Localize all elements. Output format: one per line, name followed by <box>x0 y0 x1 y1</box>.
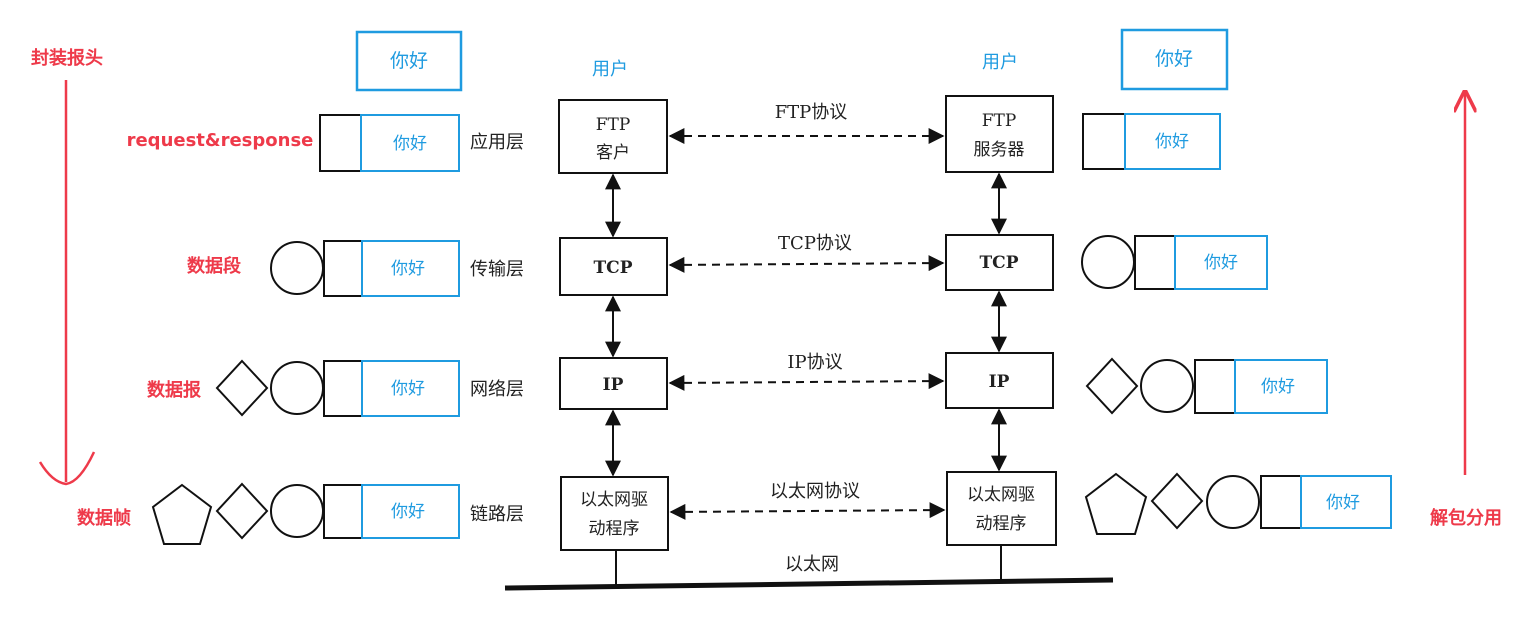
payload-text: 你好 <box>1155 132 1189 152</box>
network-header-diamond <box>215 482 269 540</box>
server-network-label: IP <box>989 372 1010 392</box>
peer-protocols: FTP协议 TCP协议 IP协议 以太网协议 <box>668 102 946 520</box>
server-tcp-box <box>945 234 1054 291</box>
network-header-diamond <box>1085 357 1139 415</box>
app-header-square <box>323 484 363 539</box>
client-ftp-box <box>558 99 668 174</box>
payload-text: 你好 <box>1326 493 1360 513</box>
client-ethernet-driver-box <box>560 476 669 551</box>
layer-label-link: 链路层 <box>470 504 524 525</box>
payload-text: 你好 <box>1155 48 1193 70</box>
layer-label-application: 应用层 <box>470 132 524 153</box>
transport-header-circle <box>270 484 324 538</box>
server-stack: FTP 服务器 TCP IP 以太网驱 动程序 <box>945 95 1057 582</box>
left-user-payload: 你好 <box>355 30 463 92</box>
client-link-line1: 以太网驱 <box>580 490 648 510</box>
link-unit-label: 数据帧 <box>77 507 131 529</box>
app-unit-label: request&response <box>127 130 314 151</box>
app-header-square <box>1082 113 1126 170</box>
decapsulate-label: 解包分用 <box>1430 507 1502 529</box>
payload-text: 你好 <box>391 502 425 522</box>
payload-text: 你好 <box>1261 377 1295 397</box>
transport-header-circle <box>270 361 324 415</box>
server-app-line2: 服务器 <box>974 140 1025 160</box>
ethernet-medium-bus <box>504 577 1114 591</box>
network-unit-label: 数据报 <box>147 379 201 401</box>
ethernet-medium-label: 以太网 <box>785 554 839 575</box>
client-ip-box <box>559 357 668 410</box>
app-header-square <box>323 240 363 297</box>
client-user-label: 用户 <box>592 59 628 80</box>
ip-protocol-arrow <box>668 373 945 391</box>
transport-header-circle <box>270 241 324 295</box>
client-network-label: IP <box>603 375 624 395</box>
ethernet-protocol-arrow <box>669 502 946 520</box>
server-link-line1: 以太网驱 <box>967 485 1035 505</box>
right-user-payload: 你好 <box>1120 28 1229 91</box>
server-transport-label: TCP <box>980 253 1019 273</box>
right-network-packet: 你好 <box>1085 357 1328 415</box>
layer-label-transport: 传输层 <box>470 259 524 280</box>
left-transport-packet: 你好 <box>270 240 460 297</box>
server-ftp-box <box>945 95 1054 173</box>
app-header-square <box>1260 475 1302 529</box>
client-transport-label: TCP <box>594 258 633 278</box>
payload-text: 你好 <box>393 134 427 154</box>
server-ethernet-driver-box <box>946 471 1057 546</box>
client-app-line1: FTP <box>596 115 631 135</box>
server-link-line2: 动程序 <box>976 514 1027 534</box>
transport-header-circle <box>1140 359 1194 413</box>
right-app-packet: 你好 <box>1082 113 1221 170</box>
transport-unit-label: 数据段 <box>187 255 242 277</box>
encapsulate-label: 封装报头 <box>31 47 103 69</box>
app-header-square <box>1194 359 1236 414</box>
left-app-packet: 你好 <box>319 114 460 172</box>
network-header-diamond <box>215 359 269 417</box>
client-stack: FTP 客户 TCP IP 以太网驱 动程序 <box>558 99 669 586</box>
left-link-packet: 你好 <box>151 482 460 545</box>
ethernet-protocol-label: 以太网协议 <box>770 481 860 502</box>
ip-protocol-label: IP协议 <box>787 352 842 373</box>
payload-text: 你好 <box>1204 253 1238 273</box>
transport-header-circle <box>1081 235 1135 289</box>
app-header-square <box>323 360 363 417</box>
tcp-protocol-arrow <box>668 255 945 273</box>
layer-label-network: 网络层 <box>470 379 524 400</box>
payload-text: 你好 <box>391 259 425 279</box>
server-ip-box <box>945 352 1054 409</box>
payload-text: 你好 <box>390 50 428 72</box>
left-network-packet: 你好 <box>215 359 460 417</box>
client-app-line2: 客户 <box>596 143 630 163</box>
client-tcp-box <box>559 237 668 296</box>
link-header-pentagon <box>151 483 213 545</box>
server-app-line1: FTP <box>982 111 1017 131</box>
transport-header-circle <box>1206 475 1260 529</box>
app-header-square <box>319 114 362 172</box>
link-header-pentagon <box>1084 472 1148 535</box>
encapsulate-down-arrow <box>38 80 96 486</box>
payload-text: 你好 <box>391 379 425 399</box>
server-user-label: 用户 <box>982 52 1018 73</box>
ftp-protocol-label: FTP协议 <box>775 102 848 123</box>
client-link-line2: 动程序 <box>589 519 640 539</box>
right-link-packet: 你好 <box>1084 472 1392 535</box>
tcp-protocol-label: TCP协议 <box>778 233 852 254</box>
app-header-square <box>1134 235 1176 290</box>
network-header-diamond <box>1150 472 1204 530</box>
right-transport-packet: 你好 <box>1081 235 1268 290</box>
